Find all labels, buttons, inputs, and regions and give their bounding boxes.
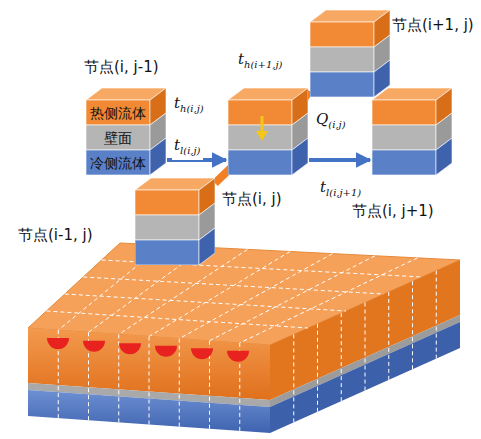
grid-line xyxy=(293,334,294,422)
hot-channel xyxy=(227,351,249,362)
variable-label: th(i,j) xyxy=(172,94,206,118)
channel-section xyxy=(47,338,249,362)
front-layer xyxy=(372,150,436,175)
front-layer xyxy=(372,125,436,150)
front-layer xyxy=(135,240,199,265)
side-layer xyxy=(199,228,215,265)
node-cube: 节点(i, j) xyxy=(228,88,308,175)
front-layer xyxy=(228,100,292,125)
front-layer xyxy=(310,72,374,97)
hot-channel xyxy=(83,341,105,352)
front-layer xyxy=(310,22,374,47)
grid-line xyxy=(83,277,384,294)
node-cube: 节点(i, j-1)热侧流体壁面冷侧流体 xyxy=(86,88,166,175)
node-label: 节点(i-1, j) xyxy=(18,226,93,244)
grid-line xyxy=(341,313,342,401)
grid-line xyxy=(210,256,376,341)
front-layer xyxy=(135,215,199,240)
cube-shape xyxy=(310,10,390,97)
grid-line xyxy=(317,324,318,412)
front-layer xyxy=(86,150,150,175)
cube-shape xyxy=(372,88,452,175)
side-layer xyxy=(292,138,308,175)
grid-line xyxy=(365,303,366,391)
layer-label: 壁面 xyxy=(86,129,150,147)
grid-line xyxy=(179,254,332,339)
front-layer xyxy=(86,125,150,150)
layer-label: 冷侧流体 xyxy=(86,154,150,172)
node-label: 节点(i, j+1) xyxy=(352,202,434,220)
hot-channel xyxy=(191,348,213,359)
node-label: 节点(i, j-1) xyxy=(84,58,159,76)
temperature-label: tl(i,j+1) xyxy=(318,178,363,202)
front-layer xyxy=(228,125,292,150)
grid-line xyxy=(388,292,389,380)
grid-lines xyxy=(46,245,436,431)
grid-line xyxy=(436,271,437,359)
temperature-label: tl(i,j) xyxy=(172,136,203,160)
node-cube: 节点(i-1, j) xyxy=(135,178,215,265)
temperature-label: th(i+1,j) xyxy=(236,50,285,74)
grid-line xyxy=(65,294,346,311)
cube-shape xyxy=(228,88,308,175)
cube-shape xyxy=(135,178,215,265)
front-layer xyxy=(228,150,292,175)
front-layer xyxy=(135,190,199,215)
hot-channel xyxy=(119,343,141,354)
front-layer xyxy=(310,47,374,72)
side-layer xyxy=(436,138,452,175)
front-layer xyxy=(372,100,436,125)
grid-line xyxy=(46,311,308,328)
variable-label: Q(i,j) xyxy=(314,110,348,134)
grid-line xyxy=(149,337,150,425)
layer-label: 热侧流体 xyxy=(86,104,150,122)
flow-arrow xyxy=(309,158,370,162)
grid-line xyxy=(412,281,413,369)
node-cube: 节点(i, j+1) xyxy=(372,88,452,175)
grid-line xyxy=(179,339,180,427)
grid-line xyxy=(240,258,418,343)
side-layer xyxy=(150,138,166,175)
node-label: 节点(i, j) xyxy=(222,190,282,208)
hot-channel xyxy=(155,346,177,357)
node-cube: 节点(i+1, j) xyxy=(310,10,390,97)
hot-channel xyxy=(47,338,69,349)
front-layer xyxy=(86,100,150,125)
grid-line xyxy=(118,334,119,422)
node-label: 节点(i+1, j) xyxy=(392,16,474,34)
